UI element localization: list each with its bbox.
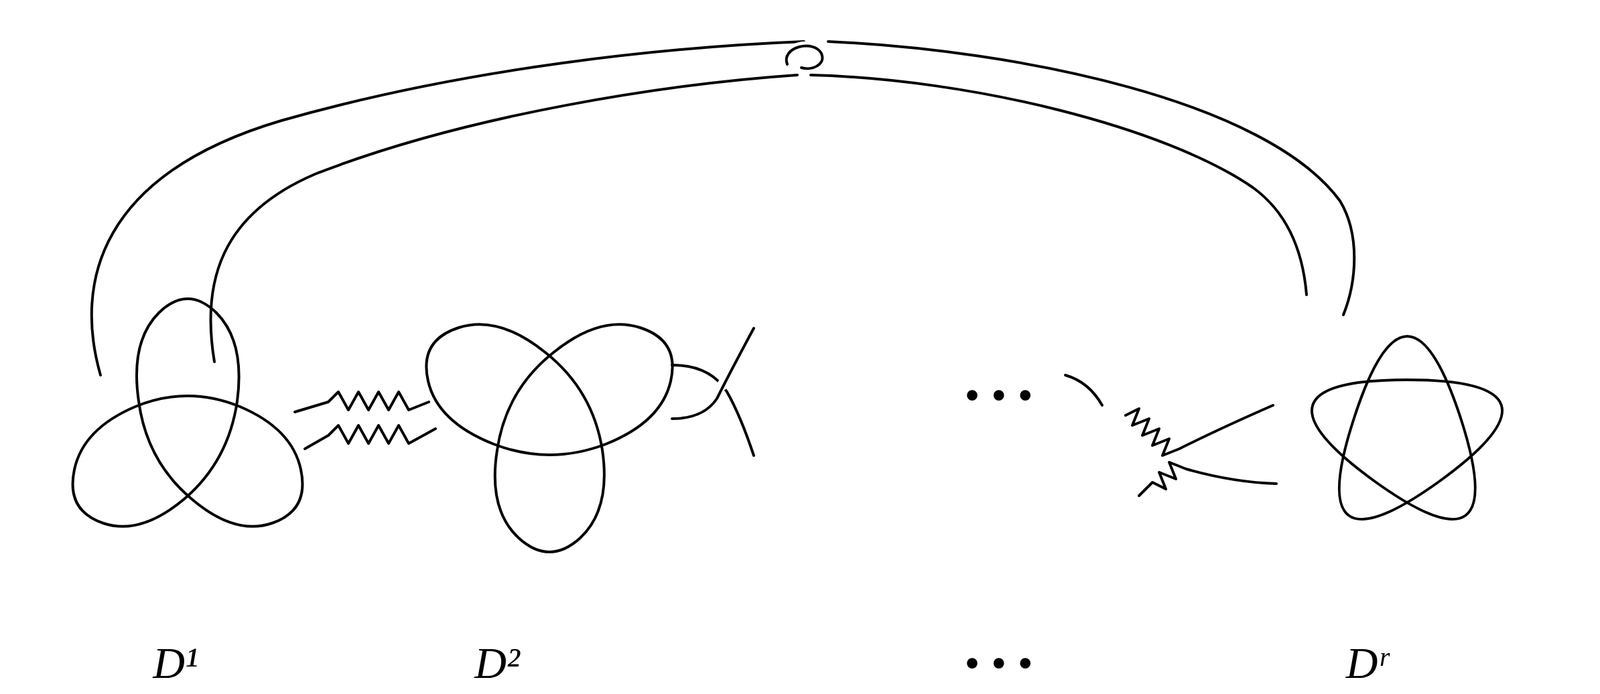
stub-strand xyxy=(1065,375,1103,406)
knot-label: D¹ xyxy=(148,639,202,687)
knot-d1 xyxy=(73,298,303,527)
twist-strand xyxy=(1125,405,1274,456)
band-strands xyxy=(91,41,1355,376)
trefoil-knot xyxy=(73,298,303,527)
band-inner-right xyxy=(810,75,1307,295)
ellipsis-mark: • • • xyxy=(960,639,1037,687)
twist-strand xyxy=(1139,462,1277,496)
knot-label: D² xyxy=(470,639,524,687)
twist-d1-d2 xyxy=(294,391,436,449)
twist-strand xyxy=(304,425,436,449)
figure-knot xyxy=(426,324,673,553)
crossing-stubs xyxy=(672,328,1103,456)
knot-label: Dʳ xyxy=(1342,639,1392,687)
band-outer-left xyxy=(91,41,805,376)
band-outer-left xyxy=(91,41,805,376)
twist-dr xyxy=(1125,405,1277,496)
knot-dr xyxy=(1311,336,1503,520)
band-clasp xyxy=(786,46,823,70)
stub-strand xyxy=(672,328,754,419)
band-inner-left xyxy=(210,75,798,362)
stub-strand xyxy=(672,365,754,456)
star-knot xyxy=(1311,336,1503,520)
twist-strand xyxy=(294,391,429,413)
band-clasp xyxy=(786,46,823,70)
knot-d2 xyxy=(426,324,673,553)
ellipsis-mark: • • • xyxy=(960,371,1037,419)
